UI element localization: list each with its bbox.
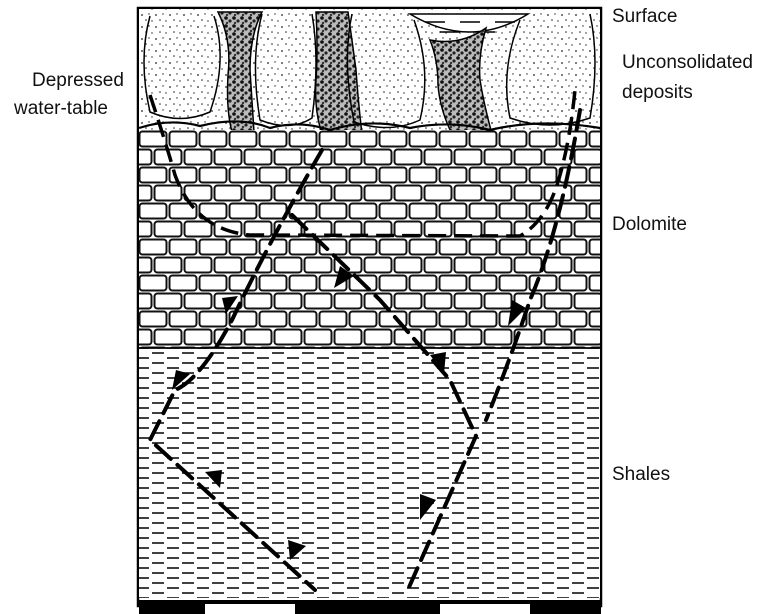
shales-label: Shales <box>612 464 670 487</box>
dolomite-label: Dolomite <box>612 214 687 237</box>
scale-bar-segment <box>205 604 295 614</box>
unconsolidated-deposits-label-line2: deposits <box>622 82 693 105</box>
depressed-water-table-label-line2: water-table <box>14 98 108 121</box>
scale-bar-segment <box>440 604 530 614</box>
unconsolidated-deposits-label-line1: Unconsolidated <box>622 52 753 75</box>
depressed-water-table-label-line1: Depressed <box>32 70 124 93</box>
surface-label: Surface <box>612 6 677 29</box>
dolomite-layer <box>139 130 600 348</box>
